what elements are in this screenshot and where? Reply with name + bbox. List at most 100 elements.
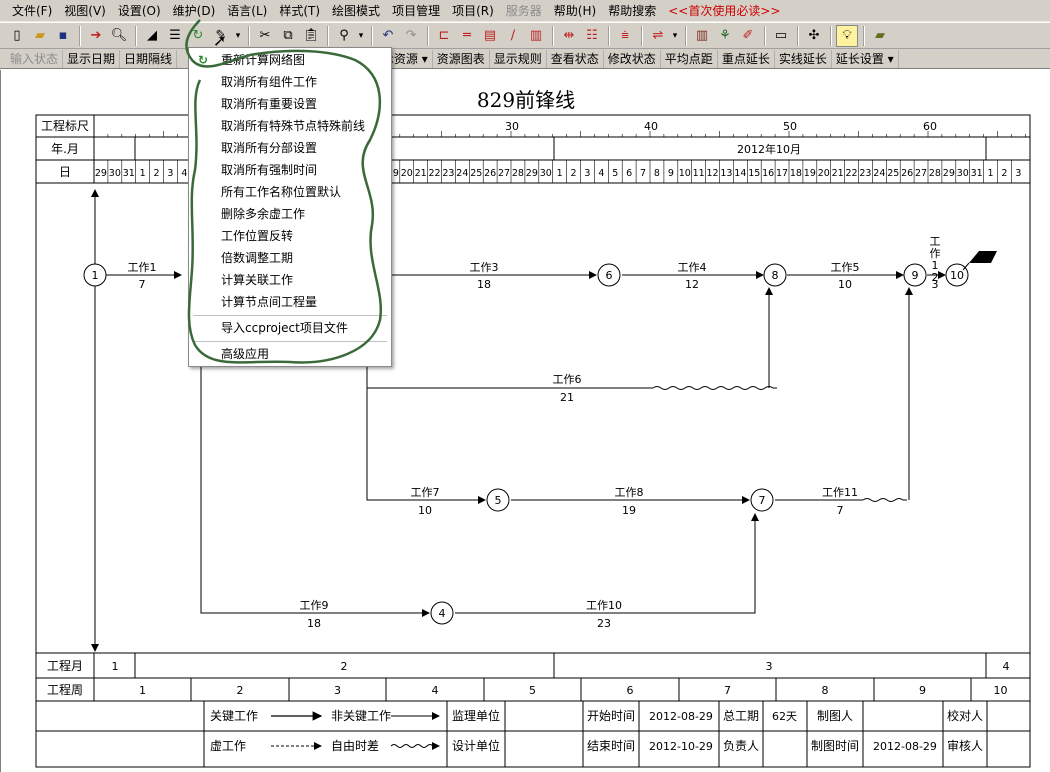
day-cell: 12 — [707, 168, 719, 179]
input-state-button[interactable]: 输入状态 — [6, 49, 64, 68]
open-folder-icon[interactable]: ▰ — [35, 28, 45, 43]
toolbar-separator — [764, 25, 766, 46]
key-extend-button[interactable]: 重点延长 — [718, 49, 775, 68]
task-duration: 7 — [837, 504, 844, 517]
day-cell: 30 — [957, 168, 969, 179]
checker-label: 校对人 — [947, 708, 983, 723]
task-duration: 21 — [560, 391, 574, 404]
day-cell: 16 — [762, 168, 774, 179]
day-cell: 10 — [679, 168, 691, 179]
gear-icon[interactable]: ✣ — [808, 28, 820, 43]
menu-first-use[interactable]: <<首次使用必读>> — [668, 3, 781, 18]
list-icon[interactable]: ▤ — [483, 28, 497, 43]
week-row-label: 工程周 — [47, 682, 83, 697]
compare-icon[interactable]: ⩧ — [621, 28, 629, 43]
toolbar-separator — [427, 25, 429, 46]
paste-icon[interactable]: 📋︎ — [302, 28, 320, 43]
menu-separator — [193, 315, 387, 316]
modify-state-button[interactable]: 修改状态 — [604, 49, 661, 68]
chevron-down-icon[interactable]: ▾ — [235, 30, 241, 41]
extend-settings-dropdown[interactable]: 延长设置 ▾ — [832, 49, 899, 68]
chevron-down-icon[interactable]: ▾ — [672, 30, 678, 41]
average-distance-button[interactable]: 平均点距 — [661, 49, 718, 68]
solid-extend-button[interactable]: 实线延长 — [775, 49, 832, 68]
show-rule-button[interactable]: 显示规则 — [490, 49, 547, 68]
menu-project[interactable]: 项目(R) — [452, 3, 494, 18]
print-preview-icon[interactable]: 🔍︎ — [110, 28, 128, 43]
task-arrow-6 — [366, 360, 653, 389]
fold-icon[interactable]: ⇌ — [652, 28, 664, 43]
day-cell: 4 — [181, 168, 187, 179]
menu-project-manage[interactable]: 项目管理 — [392, 3, 441, 18]
menu-view[interactable]: 视图(V) — [64, 3, 106, 18]
resource-chart-button[interactable]: 资源图表 — [433, 49, 490, 68]
folder-icon[interactable]: ▰ — [875, 28, 885, 43]
menu-file[interactable]: 文件(F) — [12, 3, 53, 18]
date-gridline-button[interactable]: 日期隔线 — [120, 49, 178, 68]
cut-icon[interactable]: ✂ — [259, 28, 271, 43]
svg-text:4: 4 — [439, 607, 446, 620]
level-icon[interactable]: ☷ — [586, 28, 598, 43]
task-arrow-7 — [366, 388, 486, 504]
new-file-icon[interactable]: ▯ — [13, 28, 21, 43]
node-1: 1 — [83, 263, 107, 287]
copy-icon[interactable]: ⧉ — [283, 28, 293, 43]
menu-settings[interactable]: 设置(O) — [117, 3, 161, 18]
menu-item-scale-duration[interactable]: 倍数调整工期 — [221, 251, 294, 265]
week-cell: 10 — [994, 684, 1008, 697]
show-date-button[interactable]: 显示日期 — [63, 49, 121, 68]
recalc-icon[interactable]: ↻ — [192, 28, 204, 43]
span-icon[interactable]: ⇹ — [563, 28, 575, 43]
menu-draw-mode[interactable]: 绘图模式 — [332, 3, 381, 18]
menu-item-cancel-special-node[interactable]: 取消所有特殊节点特殊前线 — [221, 119, 366, 133]
pen-icon[interactable]: ✐ — [742, 28, 754, 43]
chart-frame — [35, 114, 1031, 768]
day-cell: 29 — [95, 168, 107, 179]
triangle-icon[interactable]: ◢ — [147, 28, 157, 43]
books-icon[interactable]: ▥ — [695, 28, 709, 43]
day-cell: 13 — [720, 168, 732, 179]
menu-maintain[interactable]: 维护(D) — [172, 3, 216, 18]
menu-item-calc-related-work[interactable]: 计算关联工作 — [221, 273, 294, 287]
resource-icon[interactable]: ▥ — [529, 28, 543, 43]
chevron-down-icon[interactable]: ▾ — [358, 30, 364, 41]
menu-item-default-name-position[interactable]: 所有工作名称位置默认 — [221, 185, 342, 199]
save-icon[interactable]: ▪ — [58, 28, 68, 43]
menu-style[interactable]: 样式(T) — [279, 3, 321, 18]
outline-icon[interactable]: ☰ — [169, 28, 181, 43]
task-name: 工作8 — [615, 486, 644, 499]
node-10: 10 — [945, 263, 969, 287]
undo-icon[interactable]: ↶ — [382, 28, 394, 43]
menu-item-calc-node-quantity[interactable]: 计算节点间工程量 — [221, 295, 318, 309]
bulb-icon[interactable]: 💡︎ — [836, 24, 858, 47]
menu-item-cancel-component-work[interactable]: 取消所有组件工作 — [221, 75, 318, 89]
monitor-icon[interactable]: ▭ — [774, 28, 788, 43]
bar-icon[interactable]: ═ — [463, 28, 471, 43]
menu-item-reverse-position[interactable]: 工作位置反转 — [221, 229, 294, 243]
curve-icon[interactable]: ∕ — [510, 28, 516, 43]
menu-help[interactable]: 帮助(H) — [553, 3, 597, 18]
menu-item-recalc-network[interactable]: 重新计算网络图 — [221, 53, 306, 67]
svg-text:5: 5 — [495, 494, 502, 507]
day-cell: 25 — [470, 168, 482, 179]
menu-help-search[interactable]: 帮助搜索 — [608, 3, 657, 18]
menu-language[interactable]: 语言(L) — [227, 3, 268, 18]
chart-icon[interactable]: ⚘ — [719, 28, 731, 43]
find-icon[interactable]: ⚲ — [339, 28, 349, 43]
menu-item-cancel-key-settings[interactable]: 取消所有重要设置 — [221, 97, 318, 111]
day-cell: 3 — [584, 168, 590, 179]
menu-item-cancel-section-settings[interactable]: 取消所有分部设置 — [221, 141, 318, 155]
link-icon[interactable]: ⊏ — [438, 28, 450, 43]
export-icon[interactable]: ➔ — [90, 28, 102, 43]
redo-icon[interactable]: ↷ — [405, 28, 417, 43]
menu-item-cancel-forced-time[interactable]: 取消所有强制时间 — [221, 163, 318, 177]
view-state-button[interactable]: 查看状态 — [547, 49, 604, 68]
menu-item-delete-virtual-work[interactable]: 删除多余虚工作 — [221, 207, 306, 221]
menu-item-advanced[interactable]: 高级应用 — [221, 347, 270, 361]
menu-server[interactable]: 服务器 — [505, 3, 542, 18]
menu-item-import-ccproject[interactable]: 导入ccproject项目文件 — [221, 321, 348, 335]
day-cell: 3 — [1015, 168, 1021, 179]
task-name: 工作4 — [678, 261, 707, 274]
